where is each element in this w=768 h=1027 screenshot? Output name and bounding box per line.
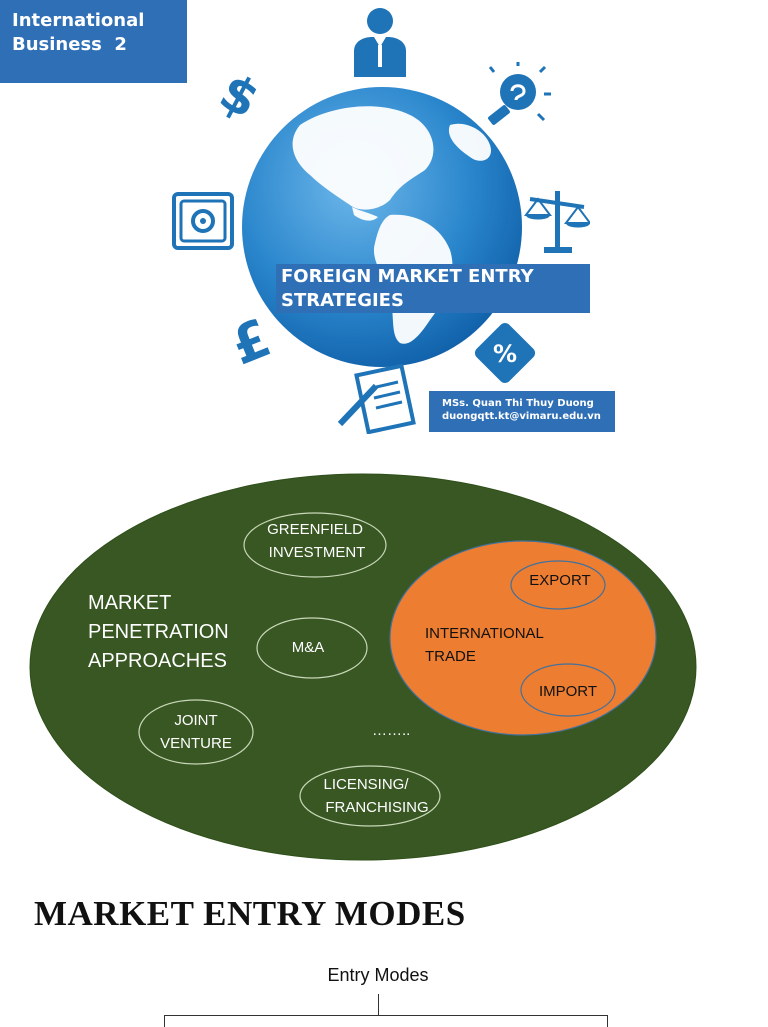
tree-connector-vertical bbox=[378, 994, 379, 1016]
author-email: duongqtt.kt@vimaru.edu.vn bbox=[442, 411, 601, 422]
licensing-line2: FRANCHISING bbox=[325, 799, 428, 816]
section-heading: MARKET ENTRY MODES bbox=[34, 894, 466, 933]
title-line1: FOREIGN MARKET ENTRY bbox=[281, 266, 534, 287]
author-box: MSs. Quan Thi Thuy Duong duongqtt.kt@vim… bbox=[429, 391, 615, 432]
tree-connector-horizontal bbox=[164, 1015, 608, 1016]
title-banner: FOREIGN MARKET ENTRY STRATEGIES bbox=[276, 264, 590, 313]
greenfield-line1: GREENFIELD bbox=[267, 521, 363, 538]
person-icon bbox=[354, 8, 406, 77]
course-tag-line1: International bbox=[12, 10, 145, 31]
licensing-ellipse bbox=[299, 765, 441, 827]
greenfield-line2: INVESTMENT bbox=[269, 544, 366, 561]
market-penetration-diagram: MARKET PENETRATION APPROACHES GREENFIELD… bbox=[29, 473, 697, 861]
ellipsis-label: …….. bbox=[372, 722, 410, 739]
licensing-line1: LICENSING/ bbox=[323, 776, 409, 793]
title-line2: STRATEGIES bbox=[281, 290, 404, 311]
ma-ellipse bbox=[256, 617, 368, 679]
export-ellipse bbox=[510, 560, 606, 610]
import-label: IMPORT bbox=[539, 683, 597, 700]
scale-icon bbox=[524, 191, 590, 253]
ma-label: M&A bbox=[292, 639, 325, 656]
safe-icon bbox=[172, 192, 234, 250]
tree-connector-left bbox=[164, 1015, 165, 1027]
joint-venture-ellipse bbox=[138, 699, 254, 765]
tree-connector-right bbox=[607, 1015, 608, 1027]
main-label-line3: APPROACHES bbox=[88, 650, 227, 672]
main-label-line1: MARKET bbox=[88, 592, 171, 614]
entry-modes-root: Entry Modes bbox=[327, 965, 429, 985]
joint-venture-line1: JOINT bbox=[174, 712, 217, 729]
international-trade-line2: TRADE bbox=[425, 648, 476, 665]
import-ellipse bbox=[520, 663, 616, 717]
bulb-icon bbox=[488, 62, 551, 125]
author-name: MSs. Quan Thi Thuy Duong bbox=[442, 398, 594, 409]
international-trade-line1: INTERNATIONAL bbox=[425, 625, 544, 642]
svg-text:%: % bbox=[493, 340, 517, 368]
course-tag-line2: Business 2 bbox=[12, 34, 127, 55]
main-label-line2: PENETRATION bbox=[88, 621, 229, 643]
export-label: EXPORT bbox=[529, 572, 590, 589]
course-tag: International Business 2 bbox=[0, 0, 187, 83]
joint-venture-line2: VENTURE bbox=[160, 735, 232, 752]
percent-icon: % bbox=[474, 322, 536, 384]
greenfield-ellipse bbox=[243, 512, 387, 578]
document-pen-icon bbox=[337, 364, 416, 434]
